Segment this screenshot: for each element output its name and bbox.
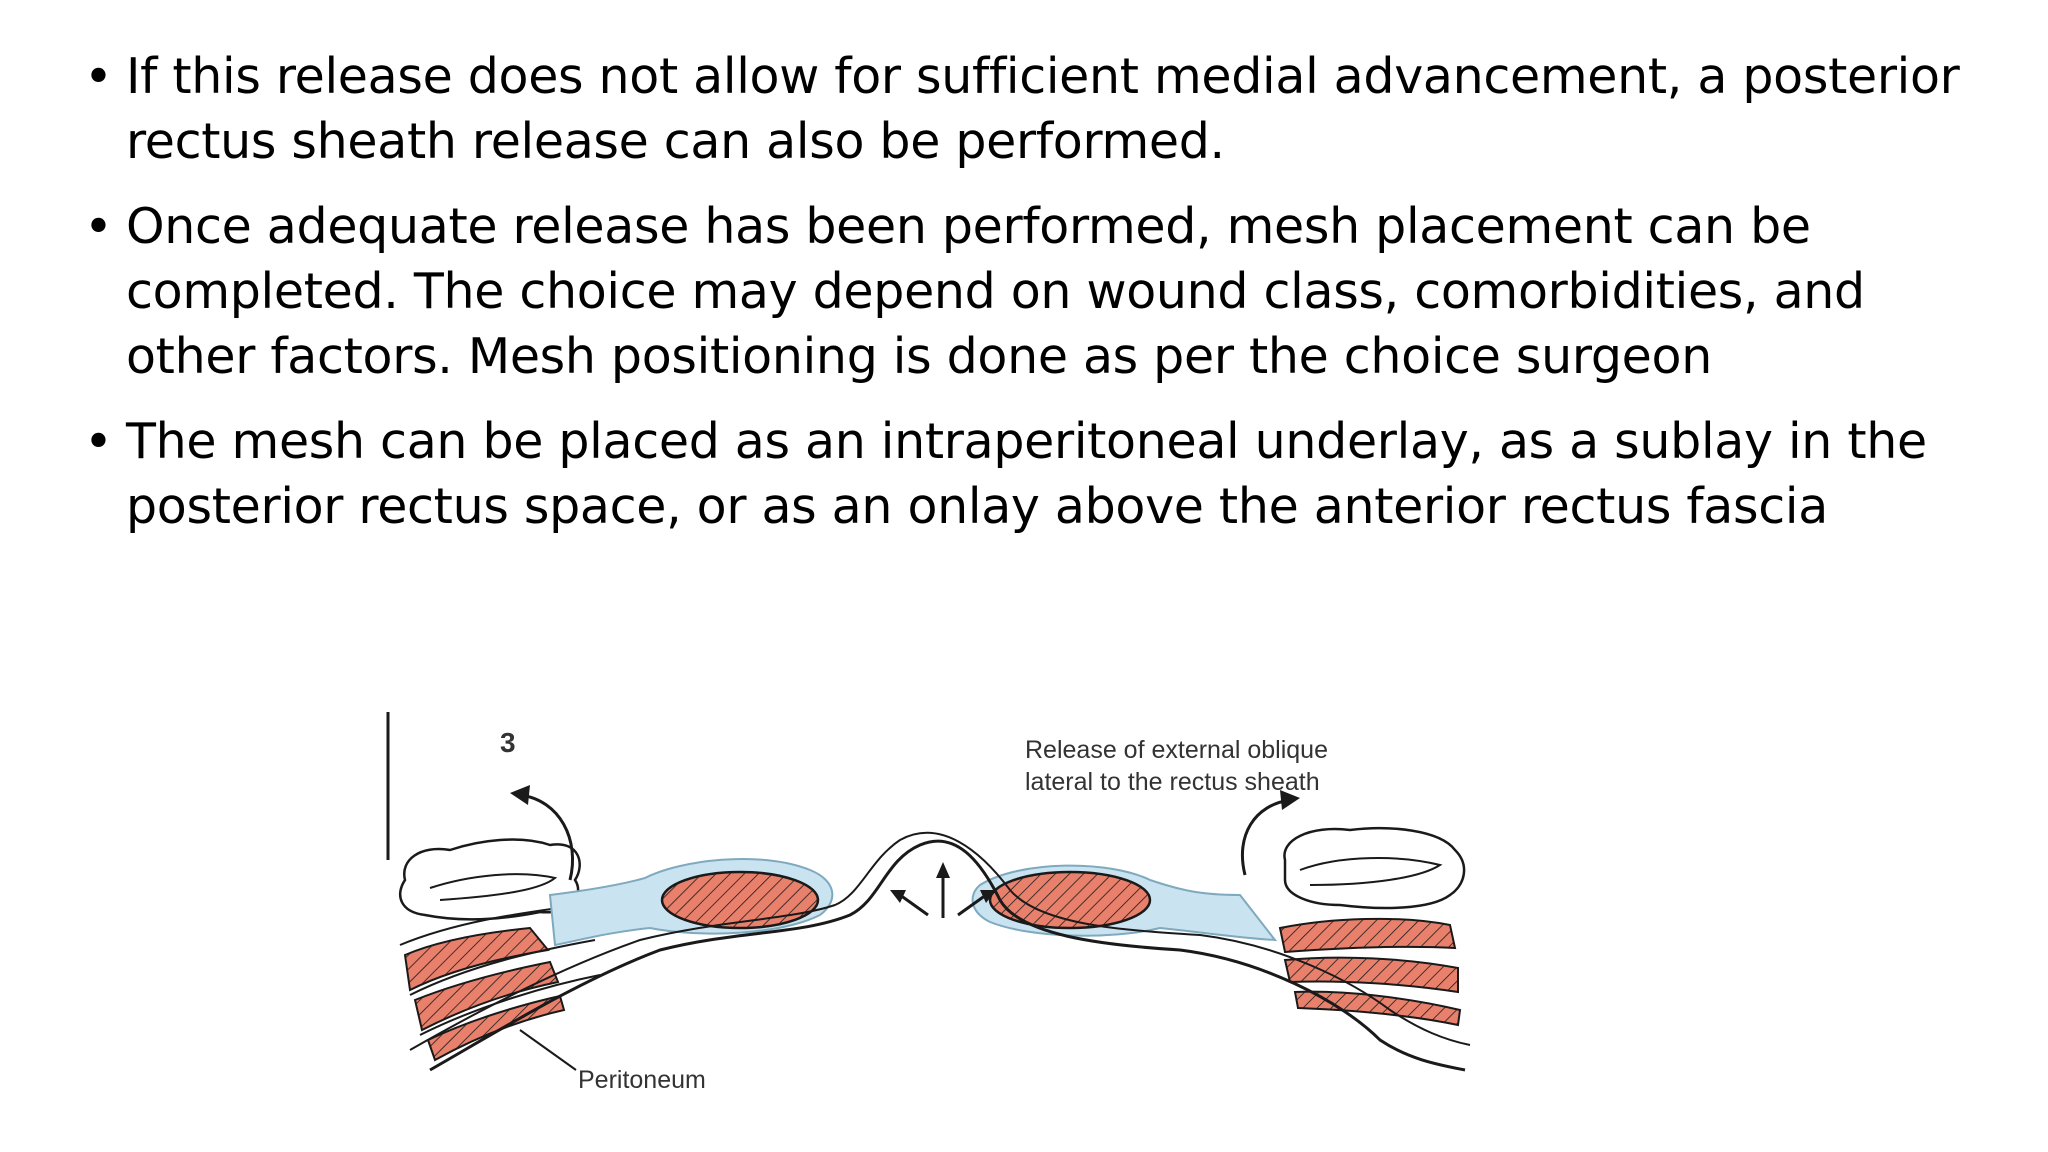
anatomy-diagram-svg: 3 Release of external oblique lateral to… — [386, 712, 1471, 1094]
right-transversus-muscle — [1283, 956, 1459, 994]
right-external-oblique-flap — [1283, 826, 1466, 910]
right-lower-muscle — [1293, 990, 1462, 1027]
central-up-arrowhead — [936, 862, 950, 878]
release-label-line2: lateral to the rectus sheath — [1025, 768, 1320, 796]
right-flap-inner-fold — [1299, 857, 1443, 886]
bullet-text: If this release does not allow for suffi… — [126, 48, 1960, 170]
central-right-arrow — [957, 893, 987, 917]
right-rectus-muscle — [988, 870, 1152, 930]
left-flap-inner-fold — [429, 873, 558, 901]
release-label-line1: Release of external oblique — [1025, 736, 1328, 764]
bullet-item: • The mesh can be placed as an intraperi… — [84, 409, 1984, 539]
bullet-list: • If this release does not allow for suf… — [84, 44, 1984, 559]
peritoneum-pointer — [519, 1029, 577, 1071]
right-release-arrow — [1240, 798, 1291, 876]
peritoneum-label: Peritoneum — [578, 1066, 706, 1094]
anatomy-illustration: 3 Release of external oblique lateral to… — [380, 700, 1490, 1120]
panel-number: 3 — [500, 727, 516, 758]
central-left-arrowhead — [890, 890, 906, 903]
bullet-item: • If this release does not allow for suf… — [84, 44, 1984, 174]
central-right-arrowhead — [980, 890, 996, 903]
bullet-text: The mesh can be placed as an intraperito… — [126, 413, 1927, 535]
bullet-symbol: • — [84, 198, 113, 255]
left-release-arrow — [519, 793, 575, 881]
central-left-arrow — [899, 893, 929, 917]
bullet-symbol: • — [84, 48, 113, 105]
left-rectus-muscle — [660, 870, 820, 930]
posterior-sheath-line — [409, 831, 1471, 1051]
bullet-item: • Once adequate release has been perform… — [84, 194, 1984, 389]
right-internal-oblique-muscle — [1278, 917, 1457, 954]
left-release-arrowhead — [510, 785, 530, 805]
bullet-text: Once adequate release has been performed… — [126, 198, 1865, 385]
right-release-arrowhead — [1280, 790, 1300, 810]
peritoneum-line — [429, 839, 1466, 1072]
left-transversus-muscle — [413, 960, 560, 1032]
bullet-symbol: • — [84, 413, 113, 470]
